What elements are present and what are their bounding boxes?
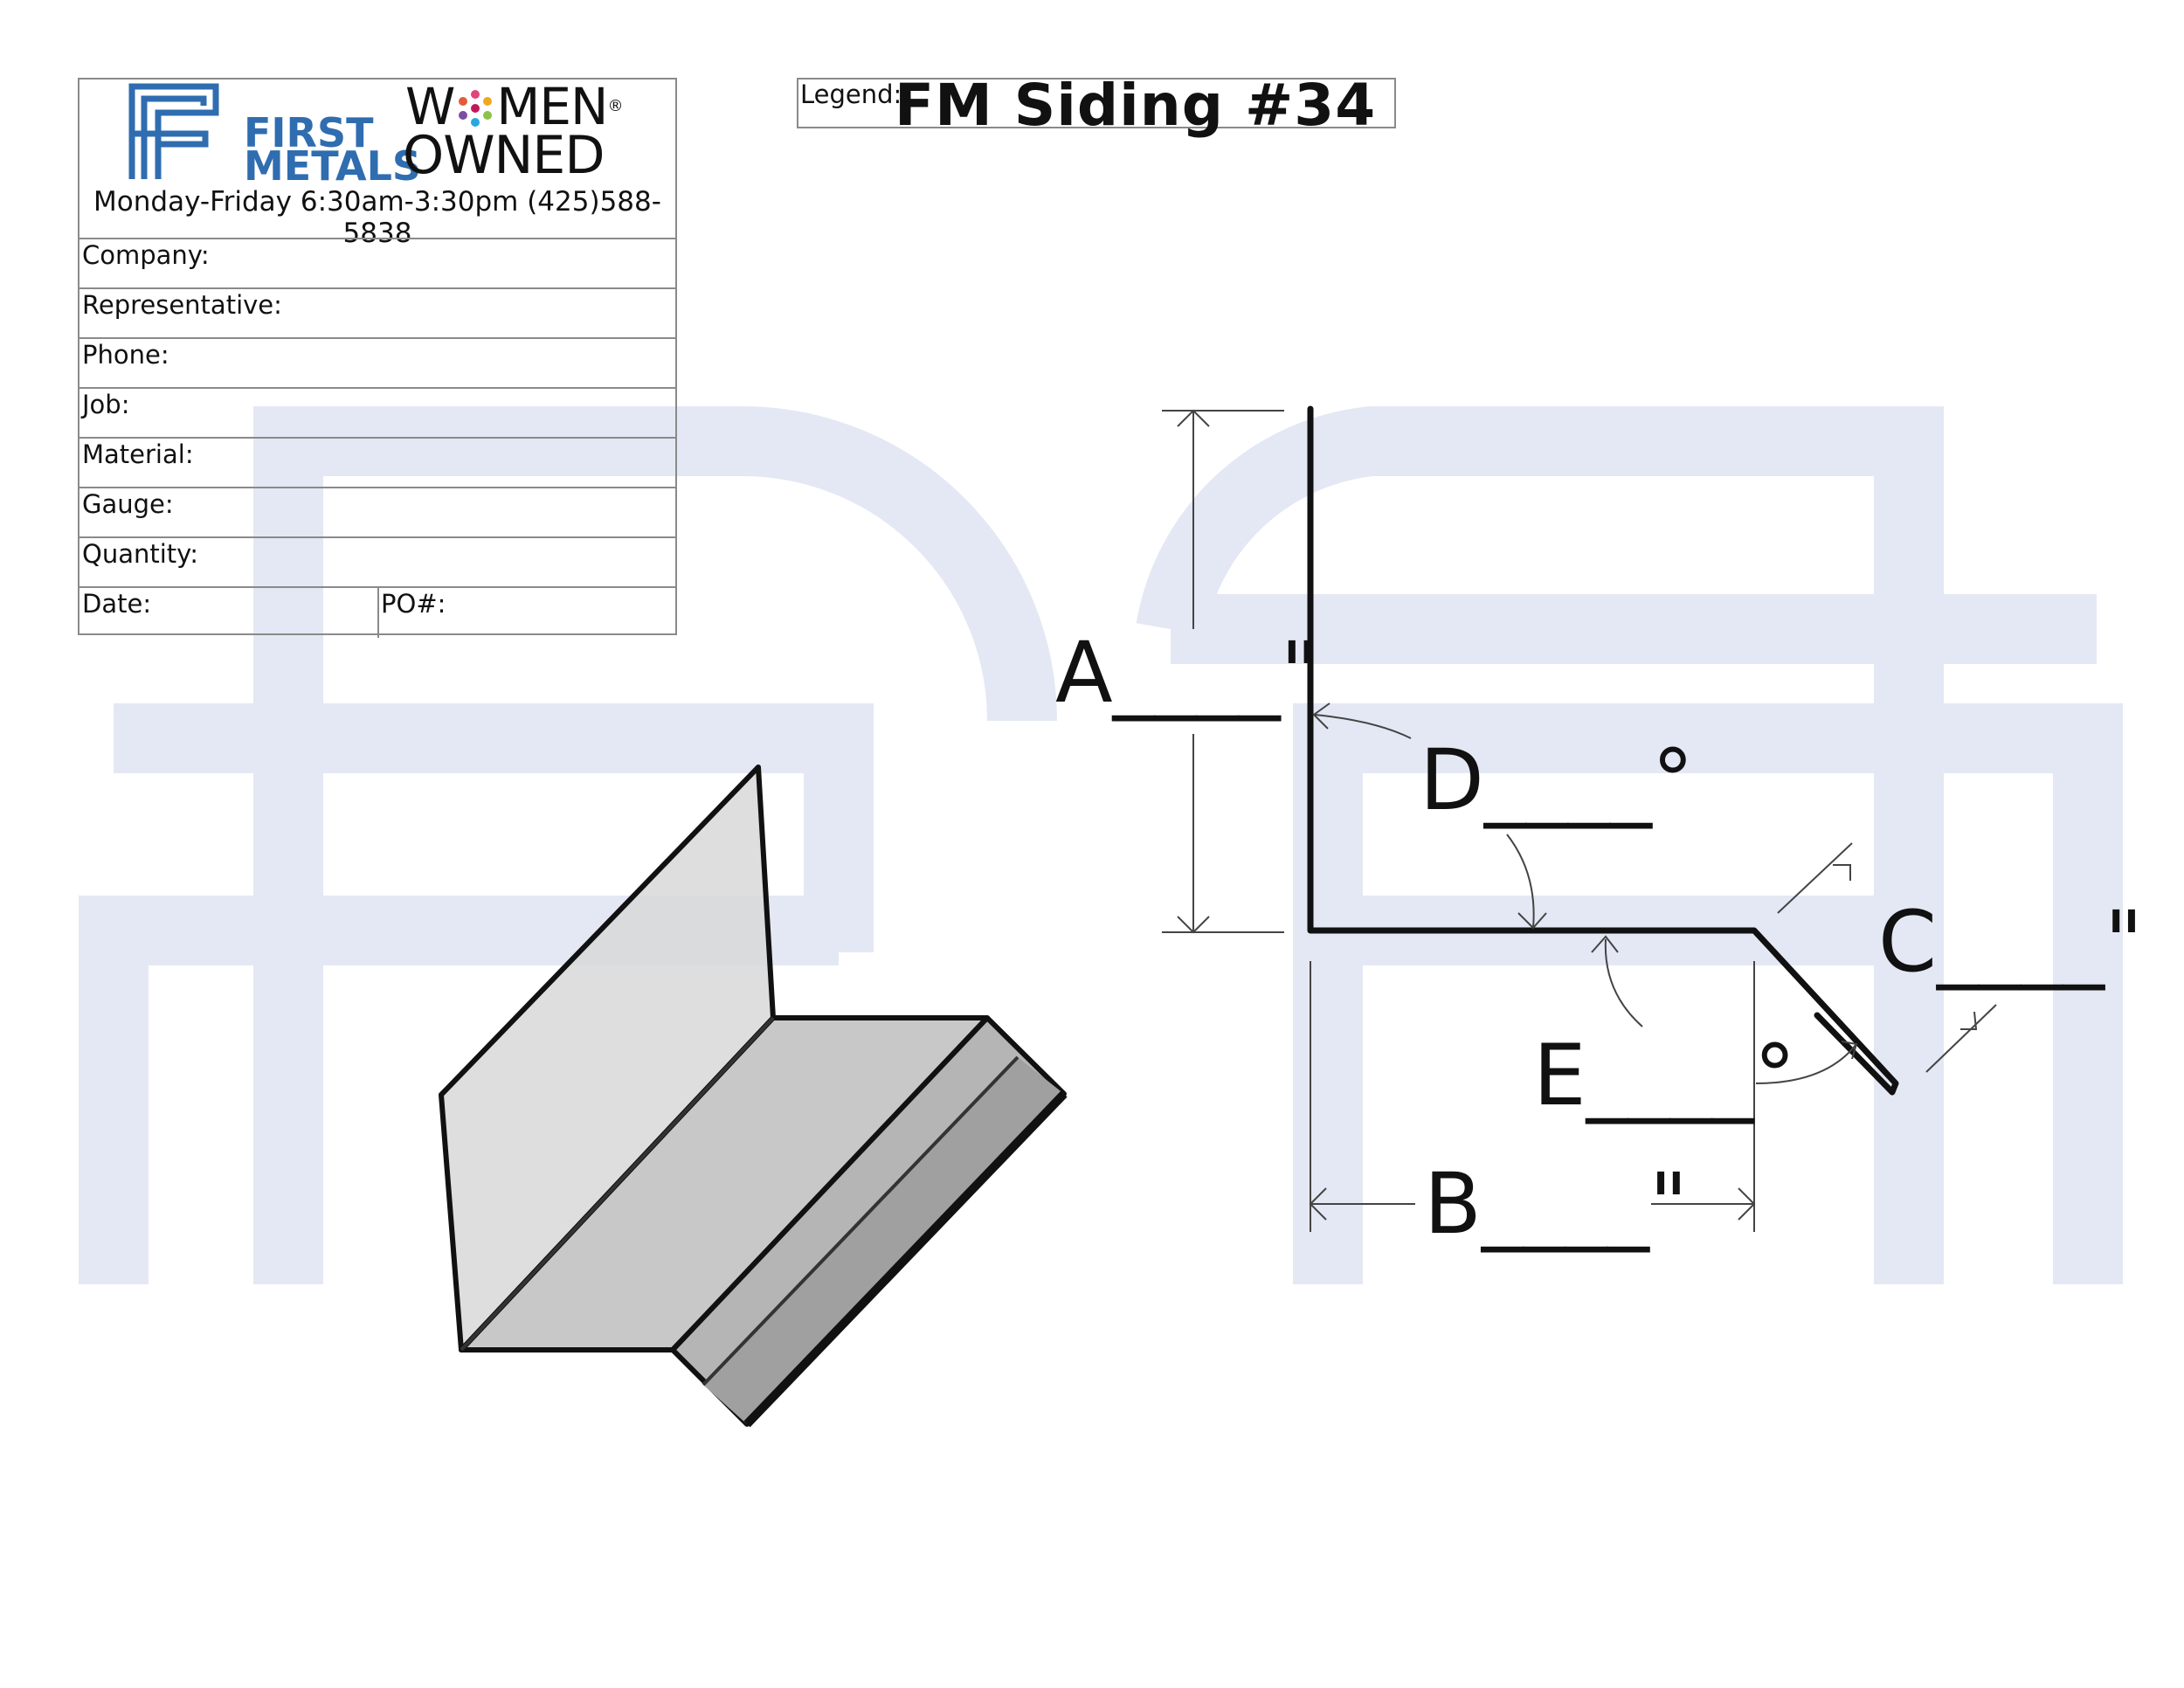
dimension-d-label: D____° <box>1420 731 1694 829</box>
logo-women: W MEN® <box>405 77 623 136</box>
profile-outline <box>1307 405 1899 1096</box>
phone-label: Phone: <box>82 340 169 370</box>
dimension-c-label: C____" <box>1878 893 2144 991</box>
dimension-a-label: A____" <box>1055 624 1319 722</box>
legend-title: FM Siding #34 <box>895 72 1377 139</box>
gauge-row[interactable]: Gauge: <box>79 487 675 536</box>
logo-first: FIRST <box>244 109 374 156</box>
flower-icon <box>459 90 493 127</box>
job-row[interactable]: Job: <box>79 387 675 437</box>
date-label: Date: <box>82 589 152 619</box>
representative-row[interactable]: Representative: <box>79 287 675 337</box>
quantity-label: Quantity: <box>82 539 198 569</box>
company-row[interactable]: Company: <box>79 238 675 287</box>
company-logo: FIRST METALS W MEN® OWNED <box>79 77 675 190</box>
legend-label: Legend: <box>800 80 902 109</box>
phone-row[interactable]: Phone: <box>79 337 675 387</box>
first-metals-logo-icon <box>128 83 219 179</box>
po-label: PO#: <box>381 589 446 619</box>
date-po-row[interactable]: Date: PO#: <box>79 586 675 638</box>
material-row[interactable]: Material: <box>79 437 675 487</box>
representative-label: Representative: <box>82 290 282 320</box>
isometric-panel <box>439 764 1068 1428</box>
company-label: Company: <box>82 240 210 270</box>
dimension-e-label: E____° <box>1533 1027 1796 1124</box>
legend-box: Legend: FM Siding #34 <box>797 76 1396 135</box>
logo-metals: METALS <box>244 142 422 190</box>
material-label: Material: <box>82 439 194 469</box>
business-hours: Monday-Friday 6:30am-3:30pm (425)588-583… <box>93 186 661 249</box>
dimension-lines <box>1162 409 1997 1232</box>
quantity-row[interactable]: Quantity: <box>79 536 675 586</box>
job-label: Job: <box>82 390 130 419</box>
logo-owned: OWNED <box>403 125 605 186</box>
dimension-b-label: B____" <box>1424 1155 1689 1253</box>
order-form: FIRST METALS W MEN® OWNED Monday-Friday … <box>78 77 677 638</box>
date-po-divider <box>377 588 379 638</box>
gauge-label: Gauge: <box>82 489 174 519</box>
